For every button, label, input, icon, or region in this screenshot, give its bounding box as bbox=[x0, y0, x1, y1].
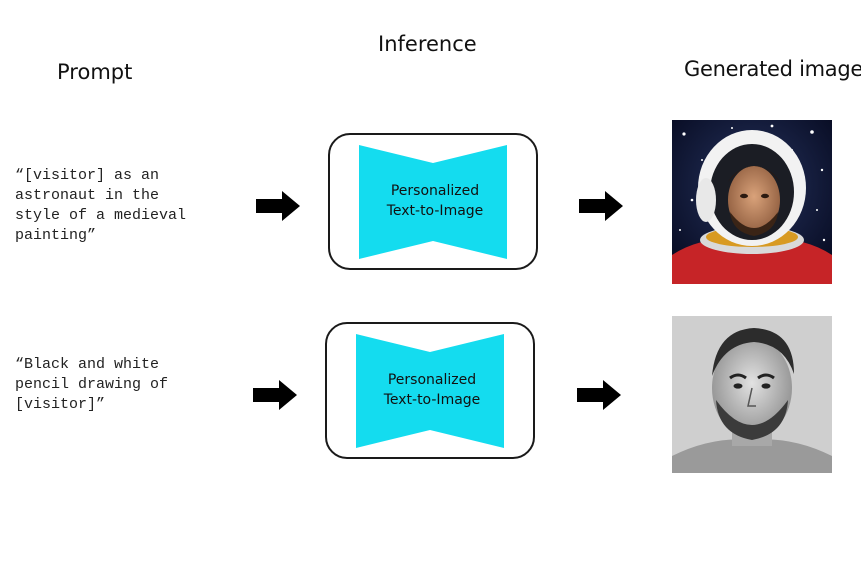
generated-image-heading: Generated image bbox=[684, 57, 861, 81]
generated-image-pencil-drawing bbox=[672, 316, 832, 473]
arrow-right-icon bbox=[256, 191, 300, 221]
model-box-2: Personalized Text-to-Image bbox=[325, 322, 535, 459]
model-label-2: Personalized Text-to-Image bbox=[383, 372, 481, 408]
prompt-text-2: “Black and white pencil drawing of [visi… bbox=[15, 356, 169, 413]
arrow-right-icon bbox=[577, 380, 621, 410]
inference-heading: Inference bbox=[378, 32, 477, 56]
model-hourglass-shape bbox=[356, 334, 504, 448]
arrow-right-icon bbox=[579, 191, 623, 221]
model-box-1: Personalized Text-to-Image bbox=[328, 133, 538, 270]
generated-image-astronaut bbox=[672, 120, 832, 284]
model-hourglass-shape bbox=[359, 145, 507, 259]
model-label-1: Personalized Text-to-Image bbox=[386, 183, 484, 219]
arrow-right-icon bbox=[253, 380, 297, 410]
prompt-text-1: “[visitor] as an astronaut in the style … bbox=[15, 167, 187, 244]
prompt-heading: Prompt bbox=[57, 60, 133, 84]
